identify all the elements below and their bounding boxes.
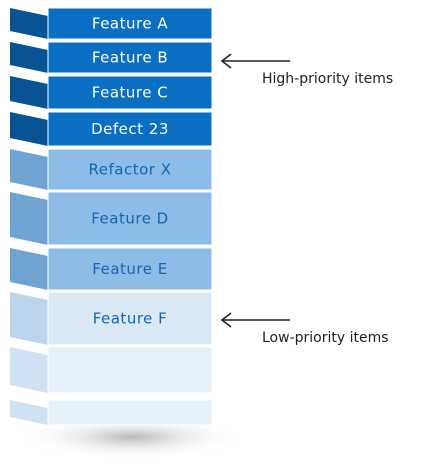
block-side-face	[10, 192, 48, 245]
block-side-face	[10, 347, 48, 393]
high-priority-label: High-priority items	[262, 71, 393, 87]
block-side-face	[10, 292, 48, 345]
stack-shadow	[20, 415, 244, 459]
block-front-face	[47, 191, 213, 246]
block-front-face	[47, 399, 213, 426]
backlog-item-label: Feature E	[92, 260, 167, 278]
low-priority-label: Low-priority items	[262, 330, 389, 346]
block-side-face	[10, 8, 48, 39]
block-front-face	[47, 41, 213, 74]
block-side-face	[10, 149, 48, 190]
high-priority-arrowhead	[220, 53, 232, 69]
block-front-face	[47, 111, 213, 147]
backlog-item-feature-c: Feature C	[10, 75, 213, 110]
block-side-face	[10, 248, 48, 290]
backlog-item-label: Feature C	[92, 84, 168, 102]
block-side-face	[10, 400, 48, 425]
block-side-face	[10, 42, 48, 73]
low-priority-arrowhead	[220, 312, 232, 328]
backlog-item-feature-d: Feature D	[10, 191, 213, 246]
backlog-item-defect-23: Defect 23	[10, 111, 213, 147]
backlog-stack: Feature A Feature B Feature C Defect 23 Refa…	[10, 7, 213, 426]
block-front-face	[47, 75, 213, 110]
backlog-item-label: Refactor X	[89, 161, 172, 179]
block-front-face	[47, 291, 213, 346]
high-priority-annotation: High-priority items	[220, 53, 393, 87]
low-priority-annotation: Low-priority items	[220, 312, 389, 346]
block-side-face	[10, 112, 48, 146]
backlog-item-label: Feature D	[91, 210, 169, 228]
backlog-item-label: Feature B	[92, 49, 168, 67]
backlog-item-label: Defect 23	[91, 120, 169, 138]
backlog-item-feature-f: Feature F	[10, 291, 213, 346]
backlog-item-label: Feature F	[93, 310, 168, 328]
backlog-item-empty	[10, 346, 213, 394]
block-front-face	[47, 346, 213, 394]
block-front-face	[47, 148, 213, 191]
block-front-face	[47, 247, 213, 291]
block-front-face	[47, 7, 213, 40]
backlog-item-feature-b: Feature B	[10, 41, 213, 74]
backlog-item-label: Feature A	[92, 15, 168, 33]
backlog-item-empty	[10, 399, 213, 426]
block-side-face	[10, 76, 48, 109]
backlog-item-feature-e: Feature E	[10, 247, 213, 291]
backlog-item-refactor-x: Refactor X	[10, 148, 213, 191]
backlog-item-feature-a: Feature A	[10, 7, 213, 40]
